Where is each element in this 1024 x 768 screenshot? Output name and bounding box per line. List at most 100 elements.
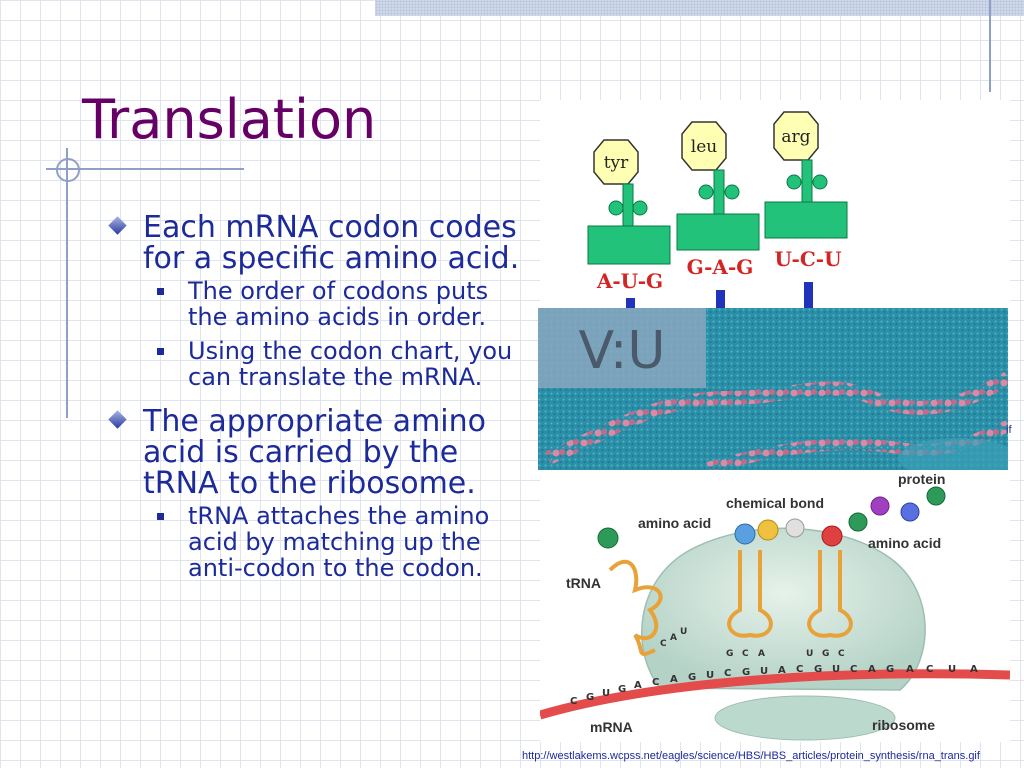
trna-unit-leu: leu G-A-G [676, 121, 760, 310]
amino-acid-label: tyr [604, 153, 629, 173]
anticodon-base: C [838, 649, 845, 659]
protein-bead [870, 496, 890, 516]
clipped-caption-fragment: if [1006, 424, 1012, 436]
mrna-base: U [832, 664, 840, 675]
trna-codon-diagram: tyr A-U-G leu G-A-G arg U-C-U [540, 100, 1010, 310]
ribosome-cluster [898, 438, 1008, 470]
mrna-base: C [796, 664, 803, 675]
polypeptide-strand [545, 371, 1008, 465]
trna-unit-tyr: tyr A-U-G [587, 139, 671, 310]
mrna-strand [540, 669, 1010, 720]
sub-bullet-2-1: tRNA attaches the amino acid by matching… [108, 503, 528, 581]
mrna-base: C [724, 668, 731, 679]
anticodon-base: G [822, 649, 829, 659]
mrna-base: U [948, 664, 956, 675]
watermark-box [538, 308, 706, 388]
ribosome-small-subunit [714, 695, 896, 741]
trna-knob-right [812, 174, 828, 190]
sub-bullet-1-1: The order of codons puts the amino acids… [108, 278, 528, 330]
rule-ring-ornament [56, 158, 80, 182]
title-underline-rule [46, 168, 244, 170]
codon-bar [716, 290, 725, 310]
anticodons: C A U G C A U G C [660, 627, 845, 659]
mrna-bases: C G U G A C A G U C G U A C G U C A G A … [570, 664, 978, 707]
label-ribosome: ribosome [872, 717, 935, 733]
trna-knob-right [632, 200, 648, 216]
label-protein: protein [898, 471, 945, 487]
mrna-base: G [742, 667, 750, 678]
bullet-list: Each mRNA codon codes for a specific ami… [108, 212, 528, 589]
diamond-bullet-icon [108, 410, 127, 429]
amino-acid-bead [785, 518, 805, 538]
mrna-base: G [688, 672, 696, 683]
label-amino-acid-right: amino acid [868, 535, 941, 551]
trna-stem [801, 159, 813, 203]
trna-base-block [764, 201, 848, 239]
sub-bullet-1-2: Using the codon chart, you can translate… [108, 338, 528, 390]
protein-bead [848, 512, 868, 532]
slide-title: Translation [82, 88, 377, 151]
amino-acid-bead [821, 525, 843, 547]
trna-knob-left [608, 200, 624, 216]
label-amino-acid-left: amino acid [638, 515, 711, 531]
mrna-base: A [970, 664, 978, 675]
mrna-base: U [706, 670, 714, 681]
anticodon-base: G [726, 649, 733, 659]
trna-unit-arg: arg U-C-U [764, 111, 848, 310]
mrna-base: A [778, 665, 786, 676]
sub-bullet-1-1-text: The order of codons puts the amino acids… [188, 277, 489, 331]
trna-stem [622, 183, 634, 227]
mrna-base: U [760, 666, 768, 677]
label-mrna: mRNA [590, 719, 633, 735]
protein-bead [900, 502, 920, 522]
anticodon-base: C [660, 639, 667, 649]
mrna-base: A [670, 674, 678, 685]
codon-label: G-A-G [687, 255, 754, 279]
left-vertical-rule [66, 148, 68, 418]
square-bullet-icon [157, 348, 164, 355]
watermark-text: V:U [579, 321, 666, 381]
trna-base-block [676, 213, 760, 251]
mrna-base: G [586, 692, 594, 703]
anticodon-base: U [806, 649, 813, 659]
trna-knob-left [786, 174, 802, 190]
mrna-base: A [906, 664, 914, 675]
mrna-base: G [814, 664, 822, 675]
mrna-base: A [634, 680, 642, 691]
mrna-base: C [850, 664, 857, 675]
mrna-base: A [868, 664, 876, 675]
bullet-1-text: Each mRNA codon codes for a specific ami… [143, 210, 520, 276]
ribosome-translation-diagram: C G U G A C A G U C G U A C G U C A G A … [540, 470, 1010, 742]
amino-acid-bead-left [597, 527, 619, 549]
bullet-1: Each mRNA codon codes for a specific ami… [108, 212, 528, 274]
anticodon-base: C [742, 649, 749, 659]
square-bullet-icon [157, 513, 164, 520]
diamond-bullet-icon [108, 216, 127, 235]
anticodon-base: A [758, 649, 765, 659]
trna-stem [713, 169, 725, 215]
codon-label: A-U-G [596, 269, 663, 293]
trna-knob-left [698, 184, 714, 200]
mrna-base: G [886, 664, 894, 675]
trna-middle [727, 550, 773, 638]
codon-label: U-C-U [774, 247, 841, 271]
amino-acid-bead [757, 519, 779, 541]
mrna-base: C [570, 696, 577, 707]
protein-bead [926, 486, 946, 506]
mrna-base: U [602, 688, 610, 699]
square-bullet-icon [157, 288, 164, 295]
sub-bullet-2-1-text: tRNA attaches the amino acid by matching… [188, 502, 490, 582]
mrna-base: G [618, 684, 626, 695]
codon-bar [626, 298, 635, 310]
amino-acid-label: arg [781, 127, 810, 147]
trna-left [608, 559, 663, 656]
mrna-base: C [926, 664, 933, 675]
mrna-base: C [652, 677, 659, 688]
codon-bar [804, 282, 813, 310]
amino-acid-bead [734, 523, 756, 545]
image-source-caption: http://westlakems.wcpss.net/eagles/scien… [522, 750, 980, 762]
anticodon-base: A [670, 633, 677, 643]
label-trna: tRNA [566, 575, 601, 591]
label-chemical-bond: chemical bond [726, 495, 824, 511]
top-decorative-band [375, 0, 1024, 16]
